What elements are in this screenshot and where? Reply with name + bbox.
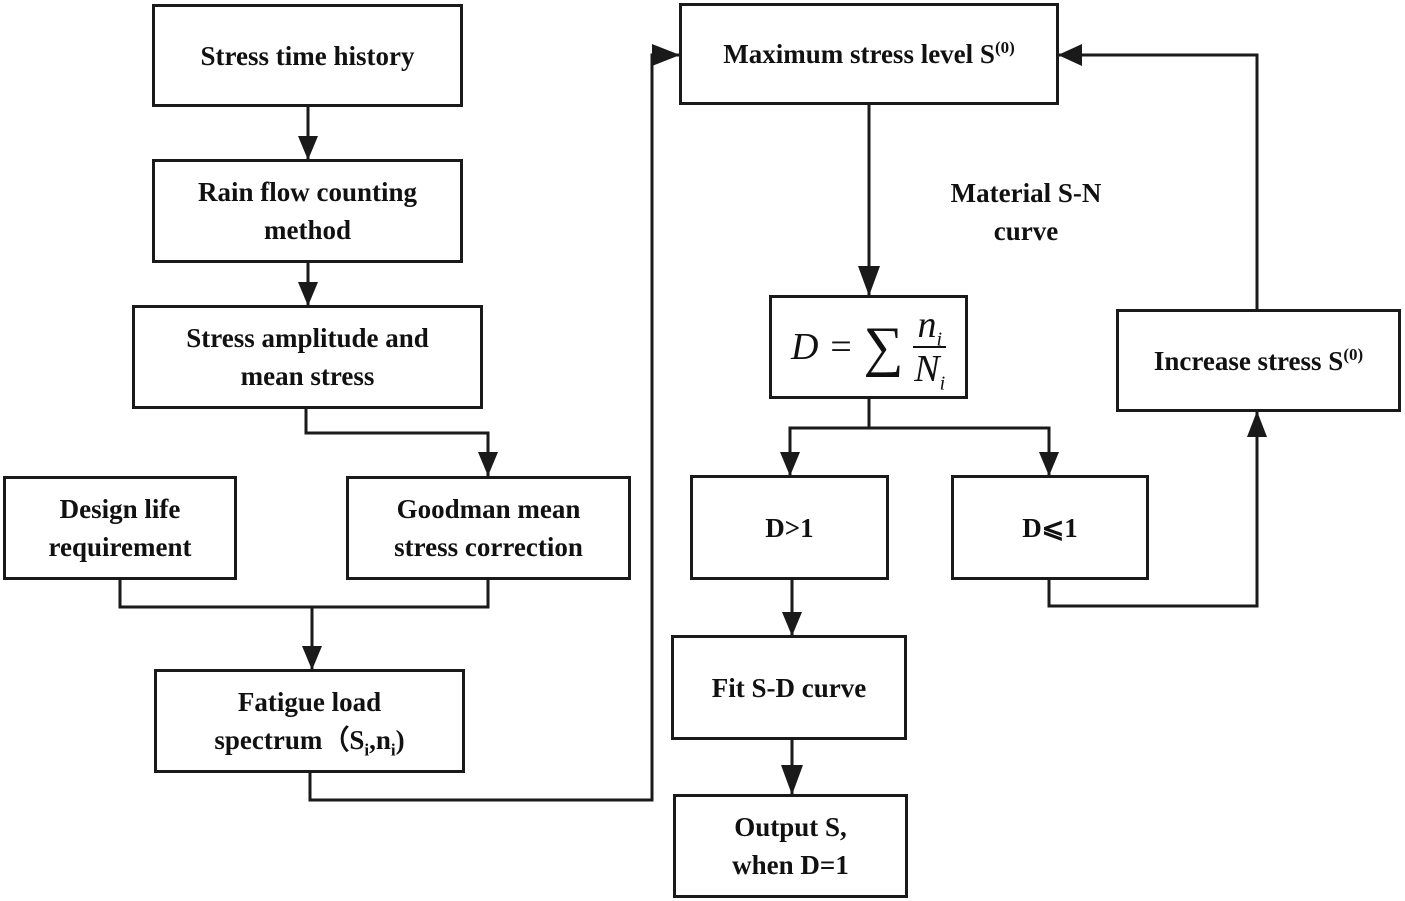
- label-line2: curve: [993, 216, 1059, 246]
- formula: D = ∑ ni Ni: [790, 304, 947, 394]
- arrowhead: [302, 646, 322, 670]
- node-label-line2: stress correction: [394, 532, 583, 562]
- node-label-line2: spectrum（Si,ni): [214, 721, 404, 759]
- node-stress-time-history: Stress time history: [152, 4, 463, 107]
- node-fatigue-load-spectrum: Fatigue load spectrum（Si,ni): [154, 669, 465, 773]
- node-label-line2: when D=1: [732, 850, 849, 880]
- node-rain-flow-counting: Rain flow counting method: [152, 159, 463, 263]
- arrowhead: [782, 612, 802, 636]
- node-stress-amplitude: Stress amplitude and mean stress: [132, 305, 483, 409]
- arrow-leq-to-increase: [1047, 411, 1259, 608]
- node-label: Increase stress S(0): [1154, 342, 1363, 380]
- text-part: ): [395, 725, 405, 755]
- arrow-increase-to-maxstress: [1058, 53, 1259, 310]
- text-part: N: [914, 348, 940, 390]
- node-label-line2: method: [263, 215, 351, 245]
- text-part: ,n: [369, 725, 391, 755]
- arrowhead: [1058, 44, 1082, 66]
- node-label: Fit S-D curve: [711, 672, 867, 703]
- arrowhead: [298, 136, 318, 160]
- arrow-amplitude-to-goodman: [304, 408, 490, 476]
- node-label-line1: Stress amplitude and: [186, 323, 429, 353]
- node-label: Maximum stress level S(0): [723, 35, 1015, 73]
- superscript: (0): [1343, 344, 1364, 364]
- node-label-line1: Output S,: [734, 812, 847, 842]
- node-output-s: Output S, when D=1: [673, 794, 908, 898]
- node-label: D⩽1: [1022, 512, 1078, 543]
- node-d-leq-1: D⩽1: [951, 475, 1149, 580]
- arrow-split-to-leq: [869, 426, 1051, 476]
- node-label: D>1: [765, 512, 814, 543]
- node-label-line1: Rain flow counting: [197, 177, 418, 207]
- node-maximum-stress-level: Maximum stress level S(0): [679, 3, 1059, 105]
- node-label-line1: Design life: [59, 494, 181, 524]
- subscript: i: [390, 740, 396, 760]
- superscript: (0): [994, 38, 1015, 57]
- line-design-life-merge: [118, 579, 490, 609]
- node-label: Stress time history: [200, 40, 415, 71]
- label-line1: Material S-N: [950, 178, 1102, 208]
- node-label-line2: mean stress: [240, 361, 375, 391]
- node-label-line1: Fatigue load: [237, 687, 382, 717]
- text-part: Increase stress S: [1153, 345, 1344, 376]
- text-part: n: [917, 304, 937, 346]
- formula-lhs: D =: [790, 326, 854, 368]
- node-label-line1: Goodman mean: [396, 494, 581, 524]
- node-goodman-correction: Goodman mean stress correction: [346, 476, 631, 580]
- arrowhead: [858, 266, 880, 296]
- node-damage-formula: D = ∑ ni Ni: [769, 295, 968, 399]
- node-fit-sd-curve: Fit S-D curve: [671, 635, 907, 740]
- fraction: ni Ni: [913, 304, 947, 394]
- subscript: i: [939, 372, 946, 395]
- node-label-line2: requirement: [48, 532, 192, 562]
- node-increase-stress: Increase stress S(0): [1116, 309, 1401, 412]
- line-formula-split: [788, 398, 871, 476]
- text-part: spectrum（S: [214, 725, 365, 755]
- arrowhead: [780, 452, 800, 476]
- label-material-sn-curve: Material S-N curve: [918, 174, 1134, 250]
- sigma-symbol: ∑: [863, 316, 904, 378]
- arrowhead: [298, 282, 318, 306]
- arrowhead: [781, 765, 803, 795]
- arrowhead: [1039, 452, 1059, 476]
- subscript: i: [364, 740, 370, 760]
- text-part: Maximum stress level S: [723, 39, 995, 69]
- arrowhead: [478, 452, 498, 476]
- fraction-numerator: ni: [913, 304, 947, 351]
- arrowhead: [1247, 411, 1267, 437]
- node-d-greater-than-1: D>1: [690, 475, 889, 580]
- arrowhead: [652, 44, 680, 66]
- fraction-denominator: Ni: [914, 348, 945, 394]
- subscript: i: [936, 328, 943, 351]
- node-design-life: Design life requirement: [3, 476, 237, 580]
